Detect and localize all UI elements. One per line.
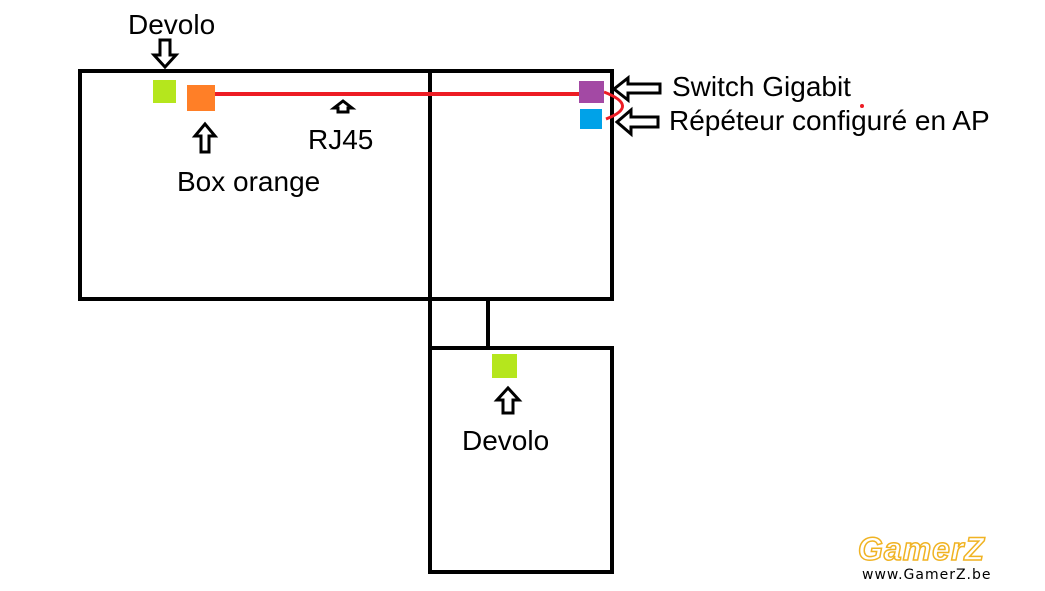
- devolo-bottom-label: Devolo: [462, 425, 550, 456]
- arrow-up-icon: [191, 121, 219, 154]
- switch-gigabit-label: Switch Gigabit: [672, 71, 851, 102]
- rj45-label: RJ45: [308, 124, 374, 155]
- arrow-up-icon: [493, 385, 523, 415]
- arrow-left-icon: [611, 74, 662, 104]
- devolo-bottom-device: [492, 354, 517, 378]
- room-bottom: [428, 346, 614, 574]
- arrow-down-icon: [150, 38, 180, 70]
- box-orange-label: Box orange: [177, 166, 321, 197]
- repeater-label: Répéteur configuré en AP: [669, 105, 990, 136]
- switch-gigabit-device: [579, 81, 604, 103]
- watermark-url: www.GamerZ.be: [862, 567, 992, 583]
- repeater-device: [580, 109, 602, 129]
- switch-repeater-cable: [603, 90, 624, 121]
- arrow-up-icon: [329, 99, 357, 114]
- arrow-left-icon: [614, 106, 660, 138]
- stray-dot: [860, 104, 864, 108]
- corridor: [428, 297, 490, 350]
- watermark-logo: GamerZ: [857, 531, 985, 567]
- box-orange-device: [187, 85, 215, 111]
- devolo-top-device: [153, 80, 176, 103]
- room-right: [428, 69, 614, 301]
- devolo-top-label: Devolo: [128, 9, 216, 40]
